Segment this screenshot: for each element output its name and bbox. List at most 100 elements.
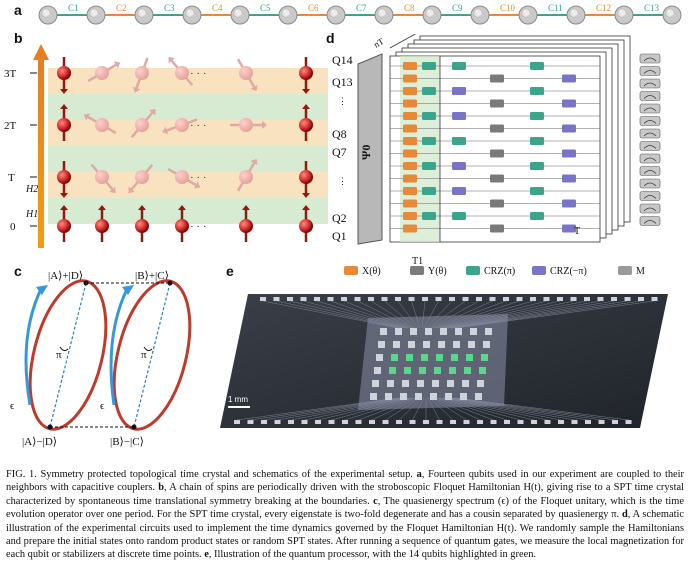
qubit-node-highlight (426, 9, 434, 17)
bond-pad (544, 420, 551, 424)
bond-pad (462, 297, 469, 301)
bond-pad (571, 420, 578, 424)
caption-text-c: , The quasienergy spectrum (ϵ) of the Fl… (6, 495, 684, 521)
ellipsis: · · · (190, 172, 207, 184)
crz-pi-gate (422, 162, 436, 170)
measurement-icon (639, 53, 661, 64)
time-axis-arrowhead (33, 44, 49, 60)
label-h2: H2 (25, 184, 38, 195)
qubit-pad (387, 380, 394, 387)
spin-ball (57, 118, 71, 132)
meter-arc (643, 120, 657, 124)
qubit-pad (468, 341, 475, 348)
qubit-highlighted (481, 354, 488, 361)
circuit-gate (490, 174, 504, 183)
circuit-gate (452, 137, 466, 145)
bond-pad (584, 297, 590, 301)
bond-pad (503, 297, 509, 301)
circuit-gate (562, 224, 576, 233)
processor-illustration: 1 mm (220, 294, 668, 428)
qubit-node-highlight (186, 9, 194, 17)
meter-arc (643, 70, 657, 74)
arrowhead-icon (122, 285, 134, 295)
measurement-icon (639, 153, 661, 164)
qubit-label-q13: Q13 (332, 75, 353, 89)
qubit-highlighted (479, 367, 486, 374)
circuit-gate (530, 62, 544, 70)
panel-label-d: d (326, 30, 335, 46)
ellipsis: · · · (190, 221, 207, 233)
bond-pad (517, 420, 524, 424)
x-gate (403, 187, 417, 195)
spin-ball (57, 170, 71, 184)
coupler-label: C2 (116, 3, 127, 13)
x-gate (403, 112, 417, 120)
spin-ball (299, 66, 313, 80)
bond-pad (625, 420, 632, 424)
bond-pad (477, 420, 483, 424)
bond-pad (598, 420, 605, 424)
quasienergy-circle-right (112, 279, 192, 431)
svg-text:⋮: ⋮ (338, 96, 347, 106)
circuit-stack-diagram: Ψ0 Q14 Q13 Q8 Q7 Q2 Q1 T1 T nT ⋮ ⋮ X(θ)Y… (332, 34, 661, 277)
qubit-pad (380, 328, 387, 335)
qubit-pad (400, 393, 407, 400)
caption-intro: Symmetry protected topological time crys… (36, 469, 417, 480)
caption-text-d: , A schematic illustration of the experi… (6, 509, 684, 561)
spin-arrowhead (60, 205, 68, 210)
caption-label-d: d (622, 509, 628, 521)
qubit-highlighted (451, 354, 458, 361)
coupler-label: C13 (644, 3, 660, 13)
bond-pad (516, 297, 523, 301)
spin-ball (175, 118, 189, 132)
epsilon-arc-left (24, 286, 44, 406)
qubit-pad (445, 393, 452, 400)
bond-pad (489, 297, 496, 301)
coupler-label: C6 (308, 3, 319, 13)
measurement-icon (639, 78, 661, 89)
circuit-gate (530, 212, 544, 220)
caption-label-a: a (416, 469, 422, 480)
spin-ball (239, 170, 253, 184)
measurement-icon (639, 116, 661, 126)
spin-arrowhead (113, 61, 121, 69)
meter-arc (643, 95, 657, 99)
bond-pad (234, 420, 240, 424)
bond-pad (638, 297, 644, 301)
coupler-label: C11 (548, 3, 563, 13)
state-a-plus-d: |A⟩+|D⟩ (48, 270, 83, 282)
pi-label: π (56, 349, 62, 361)
bond-pad (395, 297, 401, 301)
bond-pad (463, 420, 470, 424)
meter-arc (643, 170, 657, 174)
qubit-pad (447, 380, 454, 387)
coupler-label: C4 (212, 3, 223, 13)
meter-arc (643, 157, 657, 162)
caption-fig-number: FIG. 1. (6, 469, 37, 480)
spin-ball (135, 66, 149, 80)
meter-arc (643, 82, 657, 87)
spin-arrowhead (109, 186, 116, 194)
spin-arrowhead (242, 205, 250, 210)
spin-ball (95, 66, 109, 80)
diameter-right (133, 282, 171, 428)
spin-arrowhead (138, 205, 146, 210)
x-gate (403, 99, 417, 108)
bond-pad (490, 420, 497, 424)
spin-ball (135, 118, 149, 132)
qubit-node-highlight (570, 9, 578, 17)
spin-arrowhead (302, 89, 310, 94)
measurement-icon (639, 203, 661, 214)
state-b-minus-c: |B⟩−|C⟩ (110, 436, 144, 448)
band-h1 (48, 146, 328, 172)
panel-label-c: c (14, 263, 22, 279)
bond-pad (543, 297, 550, 301)
label-h1: H1 (25, 209, 38, 220)
spin-arrowhead (128, 186, 135, 194)
qubit-pad (470, 328, 477, 335)
meter-arc (643, 145, 657, 149)
bond-pad (651, 297, 658, 301)
qubit-node-highlight (234, 9, 242, 17)
coupler-label: C5 (260, 3, 271, 13)
ellipsis: · · · (190, 68, 207, 80)
